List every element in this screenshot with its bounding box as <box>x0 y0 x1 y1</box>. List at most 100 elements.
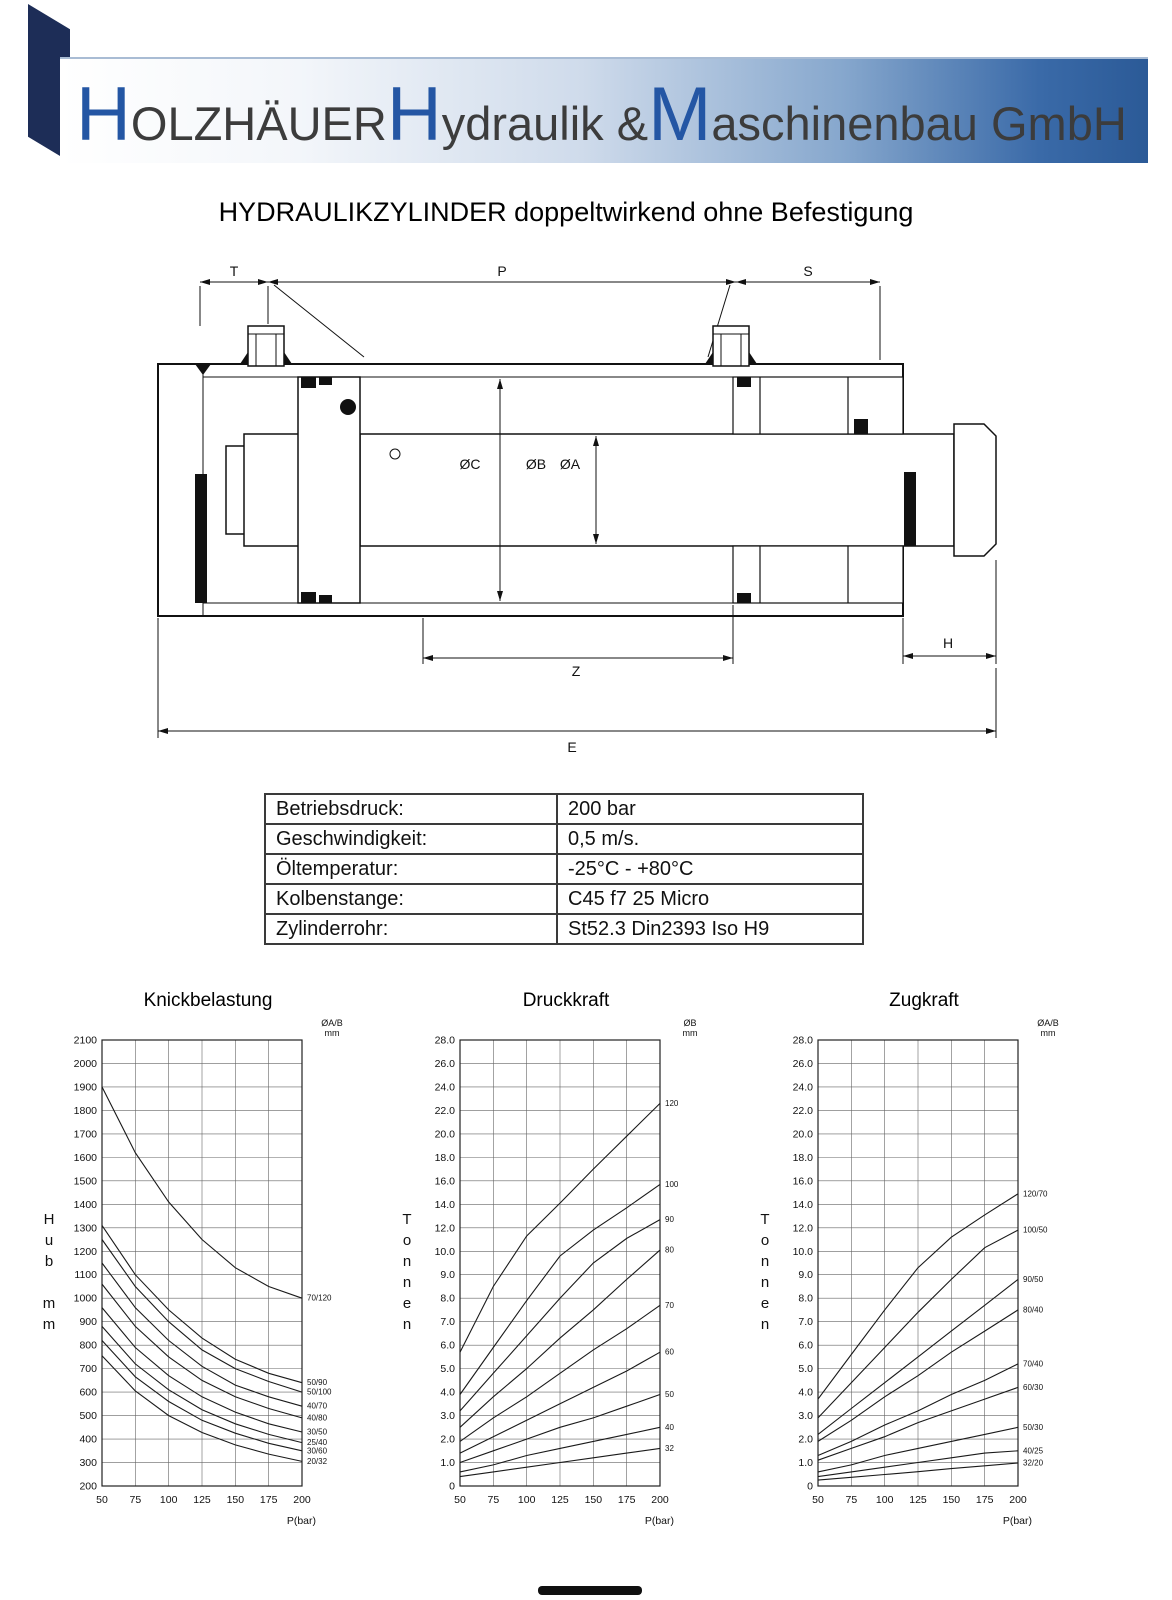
y-tick-label: 1900 <box>74 1081 98 1093</box>
spec-label: Zylinderrohr: <box>264 913 558 945</box>
series-line-50/90 <box>101 1225 303 1384</box>
y-tick-label: 26.0 <box>793 1058 814 1070</box>
series-label: 40/80 <box>307 1413 328 1422</box>
series-line-120 <box>459 1103 661 1353</box>
y-tick-label: 900 <box>79 1316 97 1328</box>
brand-word-1: OLZHÄUER <box>130 97 387 150</box>
spec-row-betriebsdruck: Betriebsdruck: 200 bar <box>264 793 864 825</box>
y-tick-label: 6.0 <box>798 1340 813 1352</box>
y-tick-label: 300 <box>79 1457 97 1469</box>
x-tick-label: 50 <box>454 1494 466 1506</box>
series-label: 80/40 <box>1023 1305 1044 1314</box>
y-tick-label: 22.0 <box>793 1105 814 1117</box>
y-tick-label: 18.0 <box>435 1152 456 1164</box>
y-tick-label: 1700 <box>74 1128 98 1140</box>
chart-title: Druckkraft <box>522 990 610 1011</box>
y-tick-label: 600 <box>79 1387 97 1399</box>
y-tick-label: 26.0 <box>435 1058 456 1070</box>
series-label: 70/40 <box>1023 1359 1044 1368</box>
series-label: 40 <box>665 1423 674 1432</box>
y-tick-label: 5.0 <box>440 1363 455 1375</box>
piston <box>297 376 361 604</box>
right-axis-header: ØA/B <box>1037 1018 1059 1028</box>
brand-word-2: ydraulik & <box>441 97 649 150</box>
series-line-30/60 <box>101 1340 303 1452</box>
spec-value: 0,5 m/s. <box>556 823 864 855</box>
x-tick-label: 175 <box>260 1494 278 1506</box>
series-line-120/70 <box>817 1193 1019 1400</box>
plot-border <box>817 1039 1019 1487</box>
y-tick-label: 7.0 <box>440 1316 455 1328</box>
series-label: 70 <box>665 1301 674 1310</box>
series-line-20/32 <box>101 1355 303 1462</box>
x-axis-label: P(bar) <box>287 1515 316 1527</box>
series-label: 100/50 <box>1023 1226 1048 1235</box>
series-line-90 <box>459 1219 661 1412</box>
y-tick-label: 1800 <box>74 1105 98 1117</box>
y-tick-label: 9.0 <box>440 1269 455 1281</box>
x-tick-label: 125 <box>551 1494 569 1506</box>
y-tick-label: 400 <box>79 1434 97 1446</box>
y-tick-label: 16.0 <box>793 1175 814 1187</box>
series-line-25/40 <box>101 1326 303 1444</box>
series-line-30/50 <box>101 1307 303 1433</box>
rod-gland <box>732 376 904 604</box>
y-tick-label: 28.0 <box>793 1035 814 1047</box>
series-label: 80 <box>665 1246 674 1255</box>
y-tick-label: 1100 <box>74 1269 97 1281</box>
series-label: 32 <box>665 1444 674 1453</box>
series-label: 120/70 <box>1023 1189 1048 1198</box>
y-tick-label: 500 <box>79 1410 97 1422</box>
druckkraft-plot: 28.026.024.022.020.018.016.014.012.010.0… <box>435 1018 698 1527</box>
port-left <box>240 325 292 367</box>
series-label: 90 <box>665 1215 674 1224</box>
series-label: 40/70 <box>307 1402 328 1411</box>
y-tick-label: 16.0 <box>435 1175 456 1187</box>
dim-label-oa: ØA <box>560 456 581 472</box>
spec-value: -25°C - +80°C <box>556 853 864 885</box>
series-label: 60 <box>665 1348 674 1357</box>
y-tick-label: 2000 <box>74 1058 98 1070</box>
series-label: 90/50 <box>1023 1275 1044 1284</box>
series-label: 50/90 <box>307 1378 328 1387</box>
brand-initial-1: H <box>76 72 131 157</box>
series-line-60/30 <box>817 1386 1019 1461</box>
x-tick-label: 200 <box>1009 1494 1027 1506</box>
series-line-90/50 <box>817 1278 1019 1435</box>
series-line-32 <box>459 1447 661 1478</box>
y-tick-label: 200 <box>79 1481 97 1493</box>
y-tick-label: 3.0 <box>798 1410 813 1422</box>
series-line-70/120 <box>101 1086 303 1299</box>
dim-label-t: T <box>230 264 239 279</box>
series-label: 70/120 <box>307 1294 332 1303</box>
y-tick-label: 22.0 <box>435 1105 456 1117</box>
knickbelastung-plot: 2100200019001800170016001500140013001200… <box>74 1018 343 1527</box>
series-label: 30/60 <box>307 1446 328 1455</box>
spec-row-kolbenstange: Kolbenstange: C45 f7 25 Micro <box>264 883 864 915</box>
y-tick-label: 4.0 <box>440 1387 455 1399</box>
chart-title: Zugkraft <box>889 990 959 1011</box>
y-tick-label: 14.0 <box>793 1199 814 1211</box>
y-tick-label: 6.0 <box>440 1340 455 1352</box>
series-line-100 <box>459 1183 661 1395</box>
y-tick-label: 1.0 <box>440 1457 455 1469</box>
dim-label-h: H <box>943 635 953 651</box>
spec-label: Kolbenstange: <box>264 883 558 915</box>
y-tick-label: 7.0 <box>798 1316 813 1328</box>
series-label: 25/40 <box>307 1438 328 1447</box>
series-label: 100 <box>665 1180 679 1189</box>
spec-value: St52.3 Din2393 Iso H9 <box>556 913 864 945</box>
y-tick-label: 2100 <box>74 1035 98 1047</box>
y-tick-label: 1.0 <box>798 1457 813 1469</box>
x-tick-label: 175 <box>618 1494 636 1506</box>
y-tick-label: 800 <box>79 1340 97 1352</box>
dim-label-ob: ØB <box>526 456 546 472</box>
plot-border <box>459 1039 661 1487</box>
footer-mark <box>538 1586 642 1595</box>
y-tick-label: 0 <box>807 1481 813 1493</box>
x-tick-label: 175 <box>976 1494 994 1506</box>
